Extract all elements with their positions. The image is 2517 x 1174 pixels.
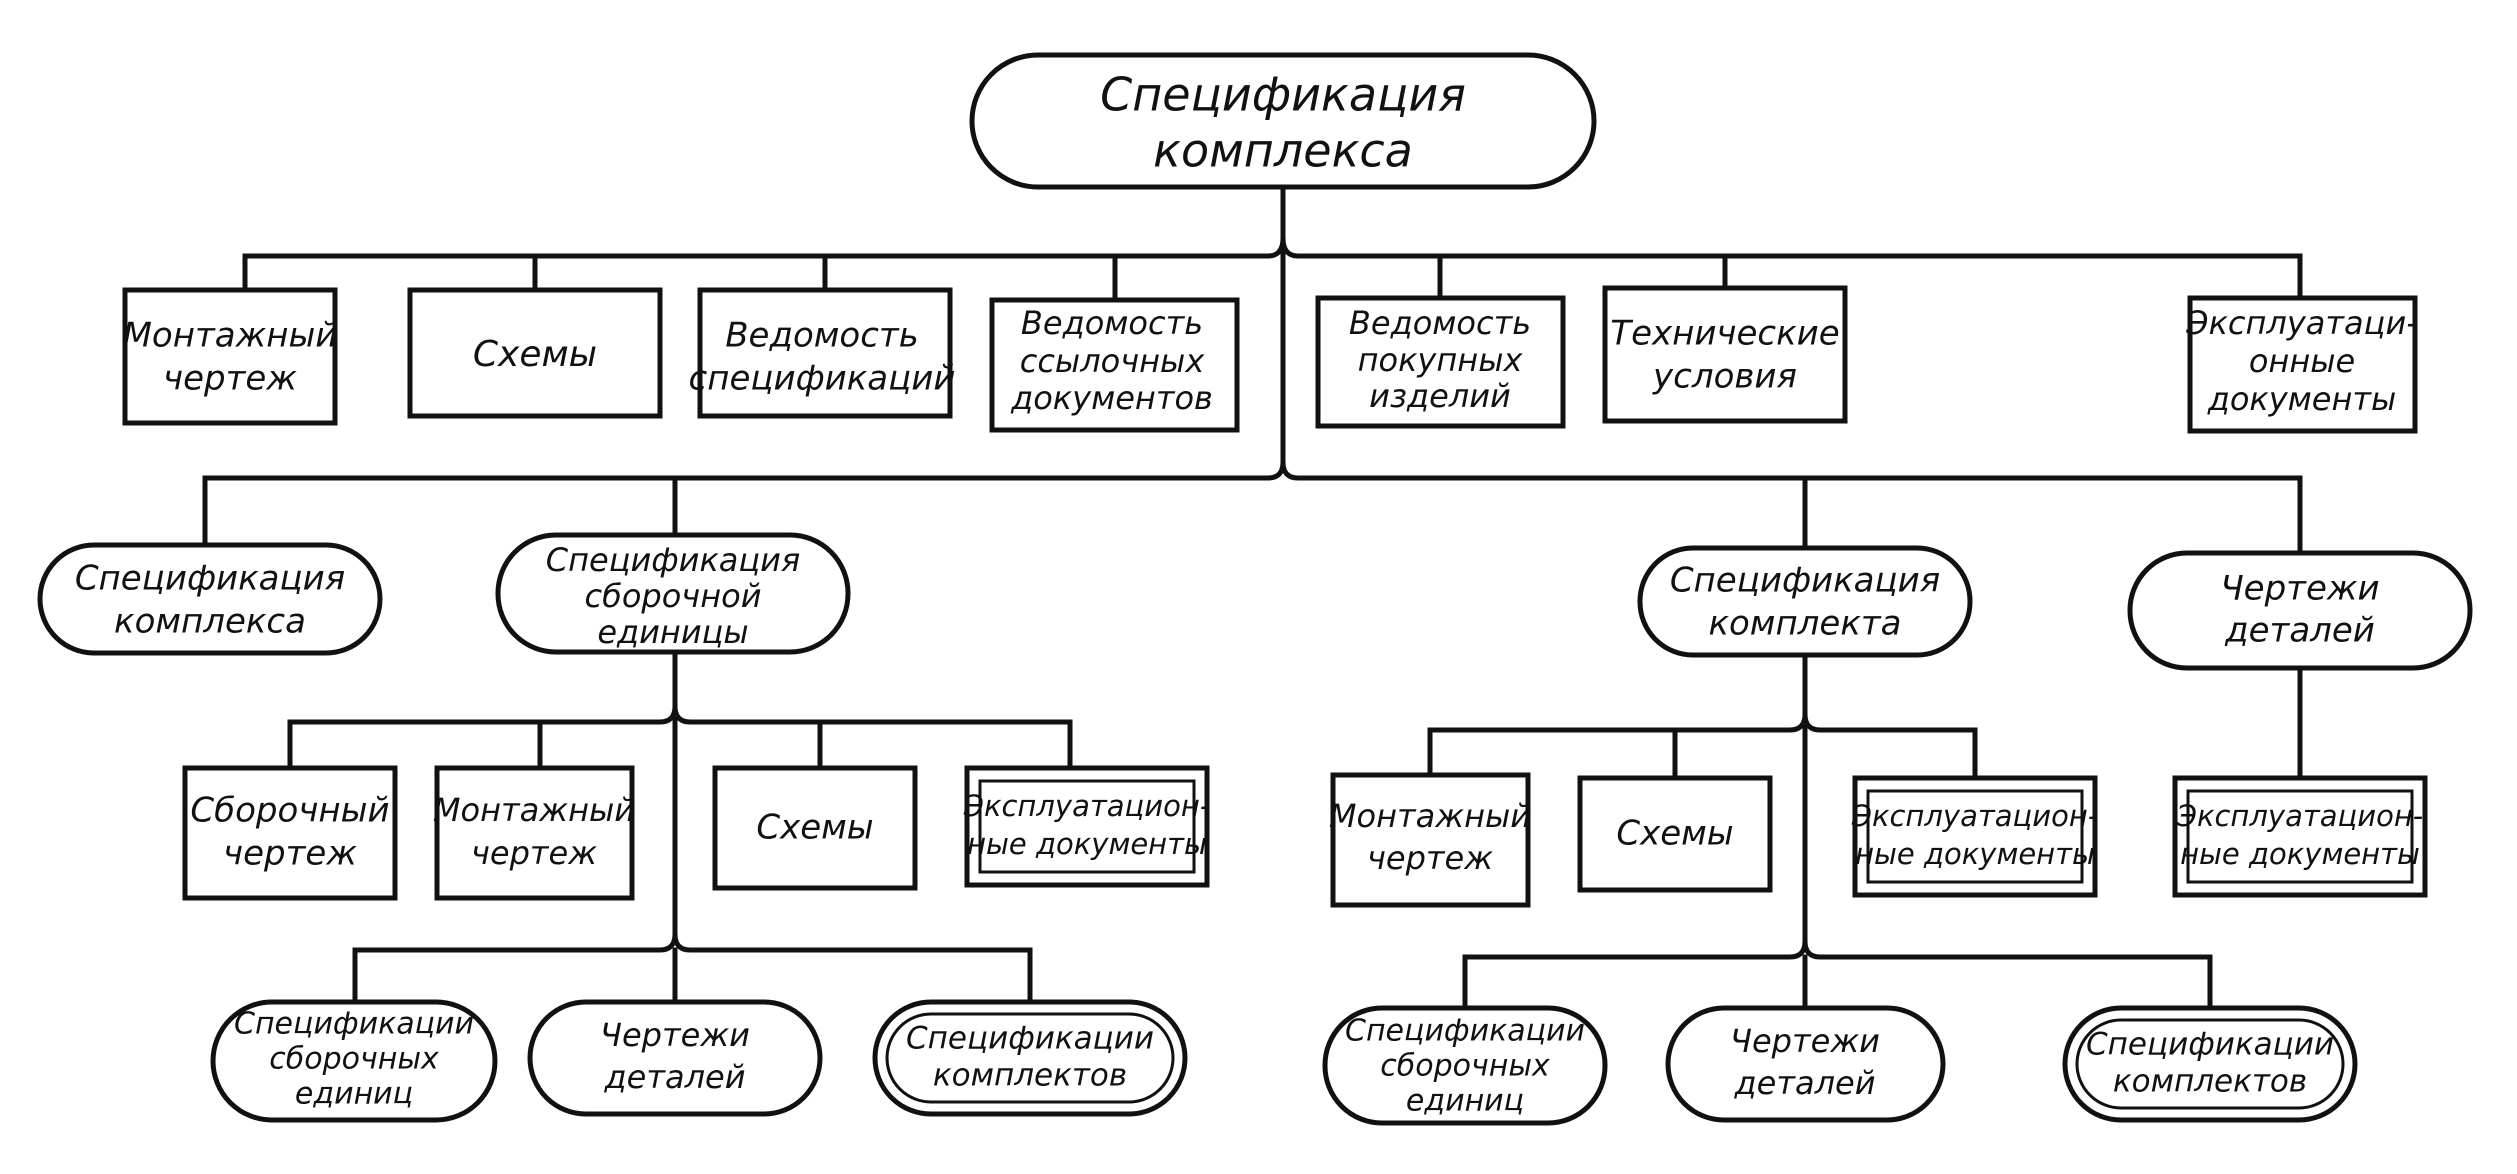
doc-purchased-items-list-line-2: покупных bbox=[1358, 341, 1524, 379]
assembly-mounting-drawing-box: Монтажный чертеж bbox=[433, 765, 635, 901]
spec-bus-right bbox=[1280, 459, 2303, 481]
doc-mounting-drawing-line-2: чертеж bbox=[163, 359, 297, 399]
kit-operational-docs-line-1: Эксплуатацион- bbox=[1851, 799, 2099, 833]
kit-kit-specs-node: Спецификации комплектов bbox=[2062, 1005, 2358, 1123]
doc-reference-docs-list-line-3: документов bbox=[1010, 379, 1213, 417]
kit-spec-line-2: комплекта bbox=[1708, 604, 1901, 644]
parts-drawings-line-2: деталей bbox=[2224, 611, 2375, 651]
assembly-operational-docs-line-2: ные документы bbox=[967, 827, 1207, 861]
connectors bbox=[202, 182, 2303, 1011]
doc-reference-docs-list: Ведомость ссылочных документов bbox=[989, 297, 1240, 433]
doc-spec-list: Ведомость спецификаций bbox=[689, 287, 956, 419]
assembly-spec-line-2: сборочной bbox=[585, 577, 762, 615]
doc-mounting-drawing-line-1: Монтажный bbox=[123, 316, 338, 356]
assembly-bus-2-right bbox=[672, 931, 1033, 953]
assembly-drawing-line-1: Сборочный bbox=[190, 791, 389, 831]
kit-schemes-box: Схемы bbox=[1577, 775, 1773, 893]
assembly-schemes-line-1: Схемы bbox=[756, 808, 873, 848]
kit-kit-specs-line-1: Спецификации bbox=[2086, 1027, 2334, 1063]
assembly-part-drawings-line-1: Чертежи bbox=[600, 1016, 750, 1054]
doc-bus-right bbox=[1280, 235, 2303, 259]
doc-mounting-drawing: Монтажный чертеж bbox=[122, 287, 338, 426]
kit-unit-specs-node: Спецификации сборочных единиц bbox=[1322, 1005, 1608, 1126]
assembly-unit-specs-line-2: сборочных bbox=[269, 1042, 439, 1077]
kit-bus-1-left bbox=[1427, 711, 1808, 733]
kit-operational-docs-box: Эксплуатацион- ные документы bbox=[1851, 775, 2099, 898]
complex-spec-line-2: комплекса bbox=[114, 602, 306, 642]
doc-tech-conditions-line-1: Технические bbox=[1610, 314, 1839, 354]
doc-schemes: Схемы bbox=[407, 287, 663, 419]
kit-mounting-drawing-box: Монтажный чертеж bbox=[1329, 772, 1531, 908]
kit-kit-specs-line-2: комплектов bbox=[2113, 1064, 2307, 1100]
kit-bus-2-right bbox=[1802, 938, 2213, 960]
doc-operational-docs-line-2: онные bbox=[2249, 342, 2355, 380]
assembly-operational-docs-line-1: Эксплуатацион- bbox=[963, 789, 1211, 823]
kit-schemes-line-1: Схемы bbox=[1616, 814, 1733, 854]
parts-operational-docs-box: Эксплуатацион- ные документы bbox=[2172, 775, 2428, 898]
assembly-operational-docs-box: Эксплуатацион- ные документы bbox=[963, 765, 1211, 888]
assembly-kit-specs-line-2: комплектов bbox=[933, 1058, 1127, 1094]
kit-mounting-drawing-line-1: Монтажный bbox=[1329, 797, 1531, 835]
doc-purchased-items-list-line-3: изделий bbox=[1369, 377, 1511, 415]
root-line-1: Спецификация bbox=[1100, 68, 1466, 122]
assembly-part-drawings-line-2: деталей bbox=[604, 1058, 746, 1096]
kit-operational-docs-line-2: ные документы bbox=[1855, 837, 2095, 871]
assembly-bus-2-left bbox=[352, 931, 678, 953]
assembly-schemes-box: Схемы bbox=[712, 765, 918, 891]
kit-part-drawings-line-1: Чертежи bbox=[1730, 1022, 1880, 1060]
assembly-bus-1-right bbox=[672, 703, 1073, 725]
assembly-kit-specs-line-1: Спецификации bbox=[906, 1021, 1154, 1057]
kit-unit-specs-line-2: сборочных bbox=[1380, 1049, 1550, 1084]
doc-tech-conditions-line-2: условия bbox=[1652, 357, 1797, 397]
root-line-2: комплекса bbox=[1153, 124, 1413, 178]
parts-operational-docs-line-1: Эксплуатацион- bbox=[2176, 799, 2424, 833]
complex-spec-line-1: Спецификация bbox=[75, 559, 345, 599]
doc-operational-docs-line-1: Эксплуатаци- bbox=[2185, 304, 2418, 342]
kit-part-drawings-node: Чертежи деталей bbox=[1665, 1005, 1946, 1123]
assembly-mounting-drawing-line-1: Монтажный bbox=[433, 791, 635, 829]
kit-mounting-drawing-line-2: чертеж bbox=[1367, 839, 1493, 877]
kit-bus-2-left bbox=[1462, 938, 1808, 960]
doc-purchased-items-list-line-1: Ведомость bbox=[1349, 304, 1531, 342]
root-node: Спецификация комплекса bbox=[969, 52, 1597, 190]
spec-bus-left bbox=[202, 459, 1286, 481]
kit-part-drawings-line-2: деталей bbox=[1734, 1064, 1876, 1102]
assembly-spec-line-3: единицы bbox=[597, 613, 748, 651]
kit-spec-line-1: Спецификация bbox=[1670, 561, 1940, 601]
assembly-drawing-line-2: чертеж bbox=[223, 834, 357, 874]
assembly-bus-1-left bbox=[287, 703, 678, 725]
kit-unit-specs-line-3: единиц bbox=[1406, 1084, 1524, 1119]
assembly-kit-specs-node: Спецификации комплектов bbox=[872, 999, 1188, 1117]
parts-drawings-line-1: Чертежи bbox=[2220, 569, 2379, 609]
doc-schemes-line-1: Схемы bbox=[473, 334, 597, 375]
doc-spec-list-line-1: Ведомость bbox=[725, 316, 919, 356]
kit-unit-specs-line-1: Спецификации bbox=[1345, 1014, 1585, 1049]
doc-operational-docs-line-3: документы bbox=[2207, 380, 2397, 418]
assembly-unit-specs-node: Спецификации сборочных единиц bbox=[210, 999, 498, 1123]
doc-tech-conditions: Технические условия bbox=[1602, 285, 1848, 424]
doc-reference-docs-list-line-1: Ведомость bbox=[1021, 304, 1203, 342]
doc-spec-list-line-2: спецификаций bbox=[689, 359, 956, 399]
assembly-spec-line-1: Спецификация bbox=[546, 541, 800, 579]
kit-bus-1-right bbox=[1802, 711, 1978, 733]
parts-drawings-node: Чертежи деталей bbox=[2127, 550, 2473, 671]
assembly-unit-specs-line-1: Спецификации bbox=[234, 1007, 474, 1042]
kit-spec-node: Спецификация комплекта bbox=[1637, 545, 1973, 658]
assembly-part-drawings-node: Чертежи деталей bbox=[527, 999, 823, 1117]
doc-operational-docs: Эксплуатаци- онные документы bbox=[2185, 295, 2418, 434]
doc-purchased-items-list: Ведомость покупных изделий bbox=[1315, 295, 1566, 429]
assembly-spec-node: Спецификация сборочной единицы bbox=[495, 532, 851, 655]
assembly-unit-specs-line-3: единиц bbox=[295, 1077, 413, 1112]
assembly-drawing-box: Сборочный чертеж bbox=[182, 765, 398, 901]
parts-operational-docs-line-2: ные документы bbox=[2180, 837, 2420, 871]
complex-spec-node: Спецификация комплекса bbox=[37, 542, 383, 656]
assembly-mounting-drawing-line-2: чертеж bbox=[471, 834, 597, 872]
doc-reference-docs-list-line-2: ссылочных bbox=[1020, 342, 1206, 380]
doc-bus-left bbox=[242, 235, 1286, 259]
